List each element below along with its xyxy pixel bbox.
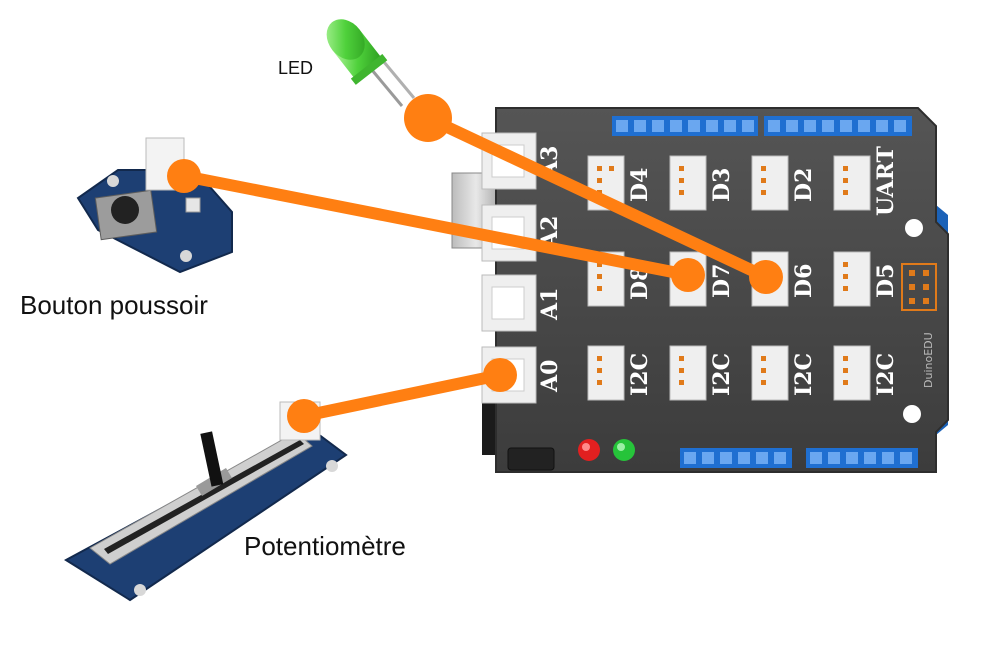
i2c-label: I2C [627,353,653,396]
a1-label: A1 [537,288,563,321]
header-bottom-right [806,448,918,468]
led-leg [370,69,404,107]
header-top-right [764,116,912,136]
d2-label: D2 [791,168,817,202]
grove-uart: UART [833,146,899,216]
pot-knob [200,431,224,487]
d7-label: D7 [709,264,735,298]
push-button-module [76,137,233,274]
wire-end-button [167,159,201,193]
status-led [613,439,635,461]
mount-hole [903,405,921,423]
i2c-label: I2C [873,353,899,396]
d3-label: D3 [709,168,735,202]
wire-end-d6 [749,260,783,294]
power-led [578,439,600,461]
grove-i2c-4: I2C [833,345,899,401]
grove-i2c-1: I2C [587,345,653,401]
grove-i2c-3: I2C [751,345,817,401]
i2c-label: I2C [709,353,735,396]
wire-button-d7 [178,170,694,281]
wire-end-pot [287,399,321,433]
grove-d5: D5 [833,251,899,307]
button-cap [111,196,139,224]
led-component [326,19,416,107]
reset-button [507,447,555,471]
icsp-header [901,263,937,311]
button-label: Bouton poussoir [20,290,208,320]
wire-end-a0 [483,358,517,392]
slide-potentiometer-module [64,401,348,602]
grove-d3: D3 [669,155,735,211]
wire-pot-a0 [298,369,506,422]
d6-label: D6 [791,264,817,298]
d5-label: D5 [873,264,899,298]
wire-led-d6 [422,112,772,283]
header-top-left [612,116,758,136]
led-label: LED [278,58,313,78]
d4-label: D4 [627,168,653,202]
wire-end-d7 [671,258,705,292]
wire-end-led [404,94,452,142]
base-shield: DuinoEDU A3 A2 A1 A0 [451,107,949,473]
brand-label: DuinoEDU [922,332,935,388]
grove-a1: A1 [481,274,563,332]
uart-label: UART [873,146,899,216]
i2c-label: I2C [791,353,817,396]
header-bottom-left [680,448,792,468]
wires [167,94,783,433]
grove-d2: D2 [751,155,817,211]
mount-hole [905,219,923,237]
grove-i2c-2: I2C [669,345,735,401]
a0-label: A0 [537,360,563,393]
led-leg [382,61,416,99]
potentiometer-label: Potentiomètre [244,531,406,561]
